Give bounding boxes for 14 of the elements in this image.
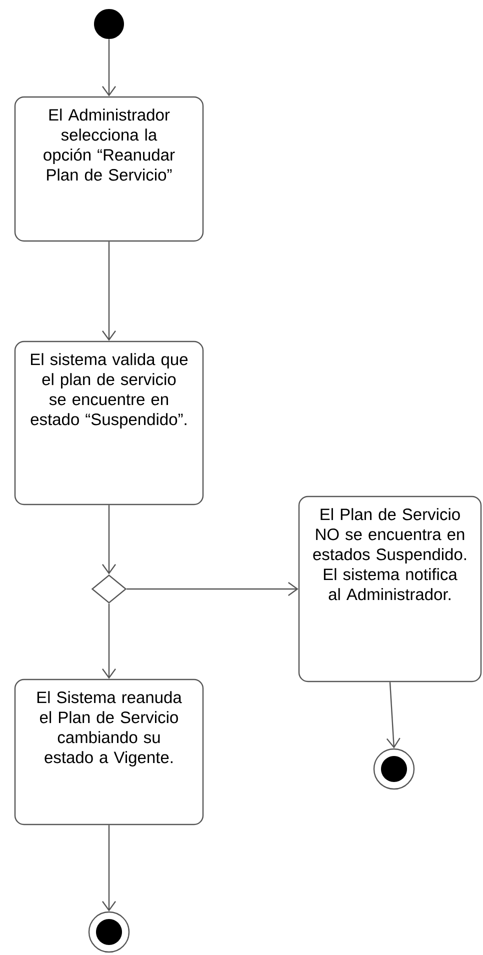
arrow [126,582,298,596]
action-box: El Plan de Servicio NO se encuentra en estados Suspendido. El sistema notifica al Administrador. [298,496,482,682]
end-node [88,911,130,953]
arrow [102,825,116,912]
action-box: El sistema valida que el plan de servicio se encuentre en estado “Suspendido”. [14,340,204,506]
start-node [94,9,124,39]
arrow [102,505,116,574]
action-box: El Administrador selecciona la opción “Reanudar Plan de Servicio” [14,96,204,242]
end-node [373,748,415,790]
arrow [386,682,400,748]
arrow [102,604,116,679]
arrow [102,242,116,341]
action-box: El Sistema reanuda el Plan de Servicio cambiando su estado a Vigente. [14,678,204,826]
arrow [102,39,116,96]
